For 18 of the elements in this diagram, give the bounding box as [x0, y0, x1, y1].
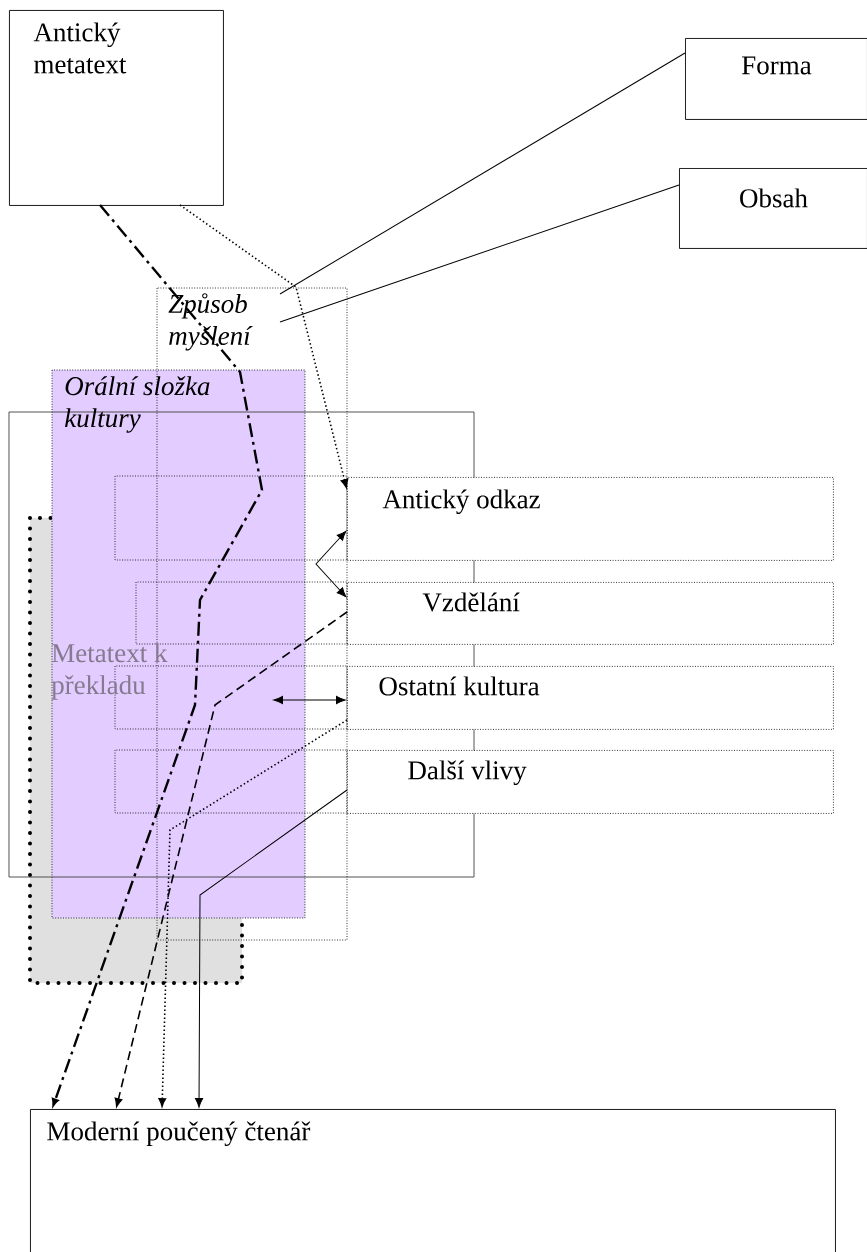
arrow — [158, 719, 348, 1107]
arrow — [114, 611, 348, 1107]
frame-heading: Způsob myšlení — [168, 293, 253, 351]
text-box: Moderní poučený čtenář — [30, 1109, 836, 1252]
arrow — [273, 695, 346, 705]
dotted-frame: Další vlivy — [347, 750, 834, 814]
panel-heading: Orální složka kultury — [65, 376, 210, 433]
dotted-frame: Antický odkaz — [347, 477, 834, 561]
dotted-frame: Ostatní kultura — [347, 666, 834, 730]
arrow — [51, 204, 264, 1107]
arrow — [194, 789, 348, 1108]
text-box: Forma — [685, 38, 867, 120]
arrow — [315, 530, 347, 598]
arrow — [179, 204, 349, 488]
dotted-frame: Vzdělání — [347, 582, 834, 645]
text-box: Antický metatext — [9, 10, 224, 206]
text-box: Obsah — [679, 168, 867, 249]
frame-heading: Metatext k překladu — [51, 643, 168, 700]
